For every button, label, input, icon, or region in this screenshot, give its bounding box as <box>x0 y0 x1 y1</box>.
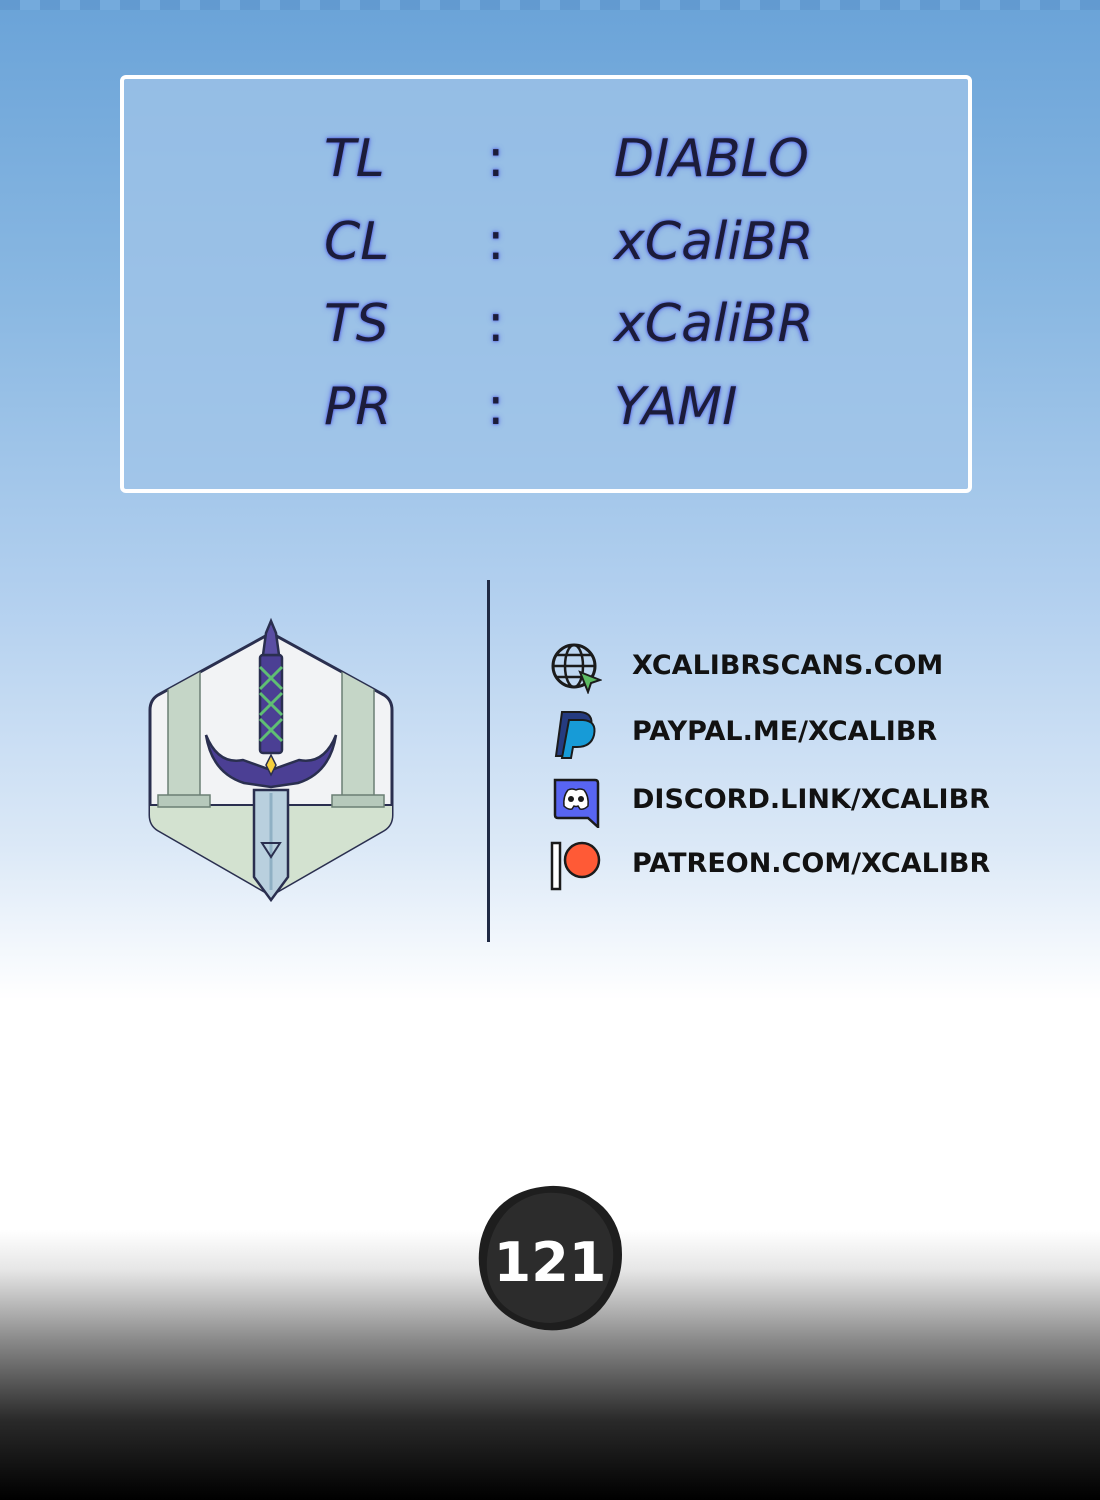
globe-cursor-icon <box>551 643 602 694</box>
credit-name: YAMI <box>614 377 738 437</box>
link-patreon[interactable]: PATREON.COM/XCALIBR <box>550 840 1070 892</box>
link-text: PATREON.COM/XCALIBR <box>632 848 991 879</box>
top-zigzag-border <box>0 0 1100 10</box>
credit-row-cl: CL : xCaliBR <box>324 212 884 292</box>
page-number: 121 <box>493 1231 607 1294</box>
credit-role: TS <box>324 294 389 354</box>
sword-hexagon-logo-icon <box>148 617 394 903</box>
credit-row-ts: TS : xCaliBR <box>324 294 884 374</box>
link-discord[interactable]: DISCORD.LINK/XCALIBR <box>550 776 1070 828</box>
link-text: PAYPAL.ME/XCALIBR <box>632 716 938 747</box>
credit-row-tl: TL : DIABLO <box>324 129 884 209</box>
credits-panel: TL : DIABLO CL : xCaliBR TS : xCaliBR PR… <box>120 75 972 493</box>
patreon-icon <box>550 841 601 891</box>
credit-role: CL <box>324 212 390 272</box>
link-paypal[interactable]: PAYPAL.ME/XCALIBR <box>550 708 1070 760</box>
credit-name: DIABLO <box>614 129 809 189</box>
page-number-badge: 121 <box>475 1183 625 1333</box>
credit-role: TL <box>324 129 385 189</box>
discord-icon <box>553 778 600 828</box>
credit-row-pr: PR : YAMI <box>324 377 884 457</box>
credit-name: xCaliBR <box>614 294 814 354</box>
ink-blot-icon <box>478 1185 622 1331</box>
credit-separator: : <box>487 377 505 437</box>
credit-separator: : <box>487 294 505 354</box>
credit-name: xCaliBR <box>614 212 814 272</box>
credit-separator: : <box>487 212 505 272</box>
link-website[interactable]: XCALIBRSCANS.COM <box>550 642 1070 694</box>
link-text: XCALIBRSCANS.COM <box>632 650 944 681</box>
vertical-divider <box>487 580 490 942</box>
credit-separator: : <box>487 129 505 189</box>
link-text: DISCORD.LINK/XCALIBR <box>632 784 990 815</box>
credit-role: PR <box>324 377 392 437</box>
paypal-icon <box>554 711 596 759</box>
